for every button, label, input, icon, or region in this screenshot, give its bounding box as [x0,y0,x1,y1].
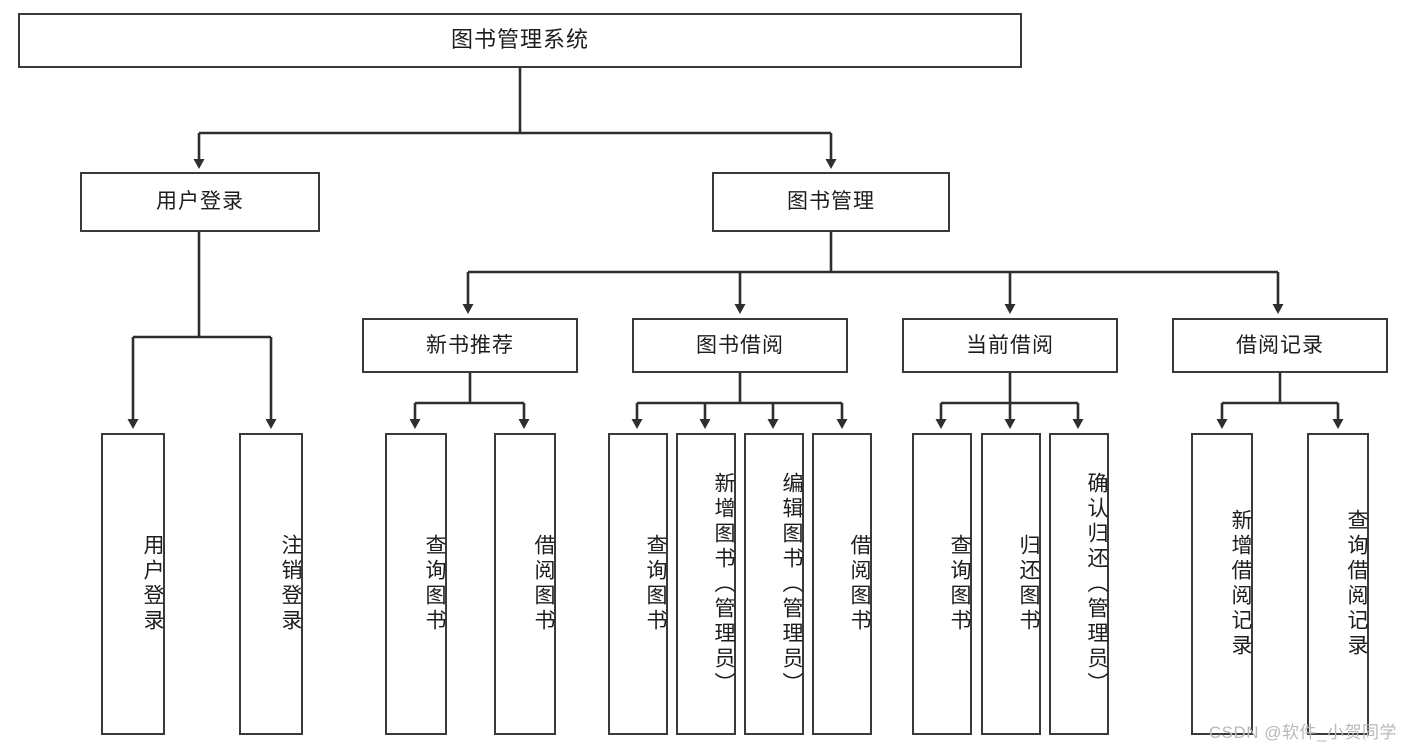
leaf-add-borrow-record[interactable]: 新增借阅记录 [1191,433,1253,735]
node-new-book-recommend[interactable]: 新书推荐 [362,318,578,373]
leaf-user-login-label: 用户登录 [141,534,164,634]
csdn-watermark: CSDN @软件_小贺同学 [1208,723,1397,742]
node-book-management-label: 图书管理 [787,190,875,214]
leaf-query-book-borrow[interactable]: 查询图书 [608,433,668,735]
leaf-borrow-book[interactable]: 借阅图书 [812,433,872,735]
node-user-login[interactable]: 用户登录 [80,172,320,232]
leaf-add-borrow-record-label: 新增借阅记录 [1229,509,1252,659]
leaf-query-book-current[interactable]: 查询图书 [912,433,972,735]
node-user-login-label: 用户登录 [156,190,244,214]
leaf-add-book-admin[interactable]: 新增图书（管理员） [676,433,736,735]
leaf-query-book-borrow-label: 查询图书 [644,534,667,634]
leaf-borrow-book-recommend[interactable]: 借阅图书 [494,433,556,735]
node-borrow-record-label: 借阅记录 [1236,333,1324,357]
leaf-user-login[interactable]: 用户登录 [101,433,165,735]
leaf-query-book-recommend-label: 查询图书 [423,534,446,634]
leaf-return-book[interactable]: 归还图书 [981,433,1041,735]
node-book-borrow[interactable]: 图书借阅 [632,318,848,373]
leaf-borrow-book-label: 借阅图书 [848,534,871,634]
leaf-add-book-admin-label: 新增图书（管理员） [712,471,735,697]
leaf-borrow-book-recommend-label: 借阅图书 [532,534,555,634]
node-book-borrow-label: 图书借阅 [696,333,784,357]
leaf-query-book-current-label: 查询图书 [948,534,971,634]
leaf-query-borrow-record[interactable]: 查询借阅记录 [1307,433,1369,735]
leaf-confirm-return-admin[interactable]: 确认归还（管理员） [1049,433,1109,735]
node-root[interactable]: 图书管理系统 [18,13,1022,68]
leaf-confirm-return-admin-label: 确认归还（管理员） [1085,471,1108,697]
leaf-edit-book-admin-label: 编辑图书（管理员） [780,471,803,697]
leaf-query-book-recommend[interactable]: 查询图书 [385,433,447,735]
node-current-borrow-label: 当前借阅 [966,333,1054,357]
node-current-borrow[interactable]: 当前借阅 [902,318,1118,373]
node-new-book-recommend-label: 新书推荐 [426,333,514,357]
leaf-return-book-label: 归还图书 [1017,534,1040,634]
leaf-query-borrow-record-label: 查询借阅记录 [1345,509,1368,659]
leaf-edit-book-admin[interactable]: 编辑图书（管理员） [744,433,804,735]
leaf-logout[interactable]: 注销登录 [239,433,303,735]
node-book-management[interactable]: 图书管理 [712,172,950,232]
node-root-label: 图书管理系统 [450,27,589,53]
leaf-logout-label: 注销登录 [279,534,302,634]
node-borrow-record[interactable]: 借阅记录 [1172,318,1388,373]
